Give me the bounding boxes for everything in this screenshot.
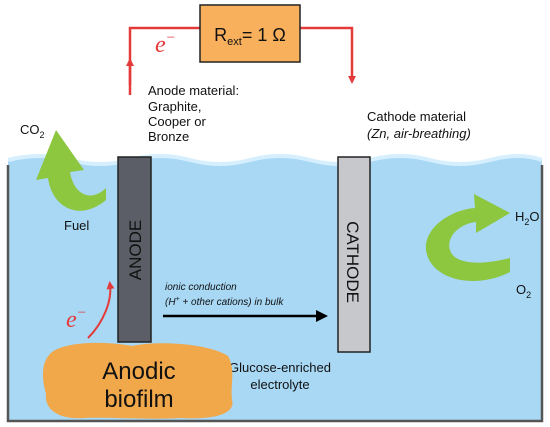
electron-transfer: e− [66,281,115,339]
anode-material-line: Bronze [148,129,189,144]
cathode-material-title: Cathode material [367,109,466,124]
electron-label-anode: e− [66,305,87,333]
electron-arrow-icon [87,281,115,339]
anode-material-line: Anode material: [148,83,239,98]
h2o-label: H2O [515,209,540,227]
ionic-conduction-line1: ionic conduction [165,282,237,293]
flow-arrow-icon [425,194,510,281]
anode-material-line: Cooper or [148,114,206,129]
tank-wall [6,165,544,423]
circuit-wire-right [300,26,356,84]
anode-electrode: ANODE [117,156,152,343]
external-circuit: Rext= 1 Ω e− [126,4,356,95]
right-flow: H2O O2 [425,194,540,300]
anode-material-line: Graphite, [148,99,201,114]
electron-label-top: e− [155,30,176,58]
anode-label: ANODE [126,220,145,280]
ionic-conduction: ionic conduction (H+ + other cations) in… [163,282,328,322]
biofilm-blob [42,342,233,419]
biofilm-label-line: Anodic [102,358,175,385]
electrolyte-line: electrolyte [250,377,309,392]
left-flow: CO2 Fuel [20,122,106,233]
cathode-electrode: CATHODE [337,156,371,353]
electrolyte-text: Glucose-enriched electrolyte [229,360,331,392]
flow-arrow-icon [36,130,106,211]
cathode-material-detail: (Zn, air-breathing) [367,126,471,141]
electrolyte-surface-wave [7,154,543,166]
cathode-label: CATHODE [343,221,362,303]
cathode-material-text: Cathode material (Zn, air-breathing) [367,109,471,141]
electrolyte-line: Glucose-enriched [229,360,331,375]
anodic-biofilm: Anodic biofilm [42,342,233,419]
o2-label: O2 [516,282,531,300]
fuel-label: Fuel [64,218,89,233]
anode-material-text: Anode material: Graphite, Cooper or Bron… [148,83,239,144]
biofilm-label-line: biofilm [104,386,173,413]
co2-label: CO2 [20,122,45,140]
resistor-box [199,4,301,63]
resistor-label: Rext= 1 Ω [214,25,286,48]
ionic-conduction-line2: (H+ + other cations) in bulk [165,296,284,308]
